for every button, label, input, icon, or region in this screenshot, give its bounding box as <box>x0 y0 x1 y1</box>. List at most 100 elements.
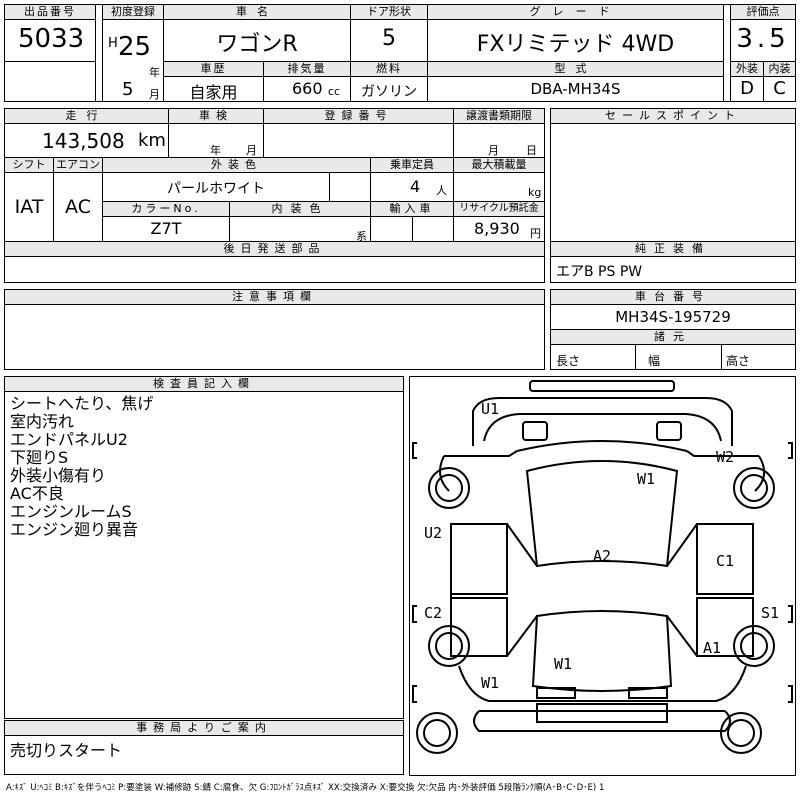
office-note: 売切りスタート <box>10 741 123 760</box>
height-cell <box>721 344 796 370</box>
transfer-header: 譲渡書類期限 <box>453 108 545 124</box>
displacement-unit: cc <box>328 85 341 98</box>
inspector-note: 室内汚れ <box>10 412 75 431</box>
notice-header: 注意事項欄 <box>4 289 545 305</box>
reg-month: 5 <box>122 79 134 100</box>
model: DBA-MH34S <box>530 80 621 98</box>
interior-grade: C <box>773 78 786 99</box>
inspector-cell <box>4 391 404 719</box>
grade-cell <box>427 19 724 62</box>
color-cell <box>102 172 330 202</box>
later-parts-cell <box>4 256 545 283</box>
load-unit: kg <box>528 186 542 199</box>
width-cell <box>635 344 722 370</box>
import-cell-a <box>370 216 413 242</box>
history-header: 車歴 <box>163 61 264 77</box>
load-header: 最大積載量 <box>453 157 545 173</box>
inspector-note: 外装小傷有り <box>10 466 107 485</box>
ac-cell <box>53 172 103 242</box>
interior-header: 内装 <box>763 61 796 77</box>
interior-color-header: 内装色 <box>229 201 371 217</box>
recycle-header: リサイクル預託金 <box>453 201 545 217</box>
lot-no-header: 出品番号 <box>4 4 96 20</box>
grade-header: グレード <box>427 4 724 20</box>
genuine-equipment: エアB PS PW <box>556 264 643 280</box>
inspector-header: 検査員記入欄 <box>4 376 404 392</box>
inspector-note: 下廻りS <box>10 448 69 467</box>
mark-w1-roof: W1 <box>637 470 655 488</box>
import-header: 輸入車 <box>370 201 454 217</box>
later-parts-header: 後日発送部品 <box>4 241 545 257</box>
displacement: 660 <box>292 79 323 98</box>
legend: A:ｷｽﾞ U:ﾍｺﾐ B:ｷｽﾞを伴うﾍｺﾐ P:要塗装 W:補修跡 S:錆 … <box>6 783 605 793</box>
car-name-cell <box>163 19 351 62</box>
color-no-header: カラーNo. <box>102 201 230 217</box>
color-extra-cell <box>329 172 371 202</box>
interior-color-cell <box>229 216 371 242</box>
displacement-header: 排気量 <box>263 61 351 77</box>
score-cell <box>730 19 796 62</box>
capacity: 4 <box>410 177 421 196</box>
mark-u2: U2 <box>424 524 442 542</box>
chassis-number: MH34S-195729 <box>615 308 731 326</box>
transfer-cell <box>453 123 545 158</box>
genuine-header: 純正装備 <box>550 241 796 257</box>
width-label: 幅 <box>648 354 661 368</box>
score-header: 評価点 <box>730 4 796 20</box>
chassis-header: 車台番号 <box>550 289 796 305</box>
lot-no-blank <box>4 61 96 102</box>
inspection-year-unit: 年 <box>210 144 221 157</box>
length-label: 長さ <box>556 354 581 368</box>
inspector-notes: シートへたり、焦げ 室内汚れ エンドパネルU2 下廻りS 外装小傷有り AC不良… <box>10 395 153 539</box>
era: H <box>108 36 118 51</box>
fuel-header: 燃料 <box>350 61 428 77</box>
exterior-grade: D <box>740 78 754 99</box>
model-header: 型式 <box>427 61 724 77</box>
reg-year: 25 <box>118 32 152 62</box>
inspector-note: エンジンルームS <box>10 502 132 521</box>
office-header: 事務局よりご案内 <box>4 720 404 736</box>
height-label: 高さ <box>726 354 751 368</box>
inspector-note: シートへたり、焦げ <box>10 394 154 413</box>
lot-no-cell <box>4 19 96 62</box>
mileage: 143,508 <box>42 129 125 153</box>
ac-header: エアコン <box>53 157 103 173</box>
transfer-day-unit: 日 <box>526 144 537 157</box>
mileage-cell <box>4 123 169 158</box>
model-cell <box>427 76 724 102</box>
lot-no: 5033 <box>18 24 85 54</box>
inspection-header: 車検 <box>168 108 264 124</box>
color-header: 外装色 <box>102 157 371 173</box>
score: 3.5 <box>736 24 790 54</box>
office-cell <box>4 735 404 775</box>
mark-u1: U1 <box>481 400 499 418</box>
color: パールホワイト <box>167 181 265 197</box>
grade: FXリミテッド 4WD <box>476 32 675 57</box>
door-count: 5 <box>382 26 396 51</box>
mark-w1-glass: W1 <box>554 655 572 673</box>
reg-no-header: 登録番号 <box>263 108 454 124</box>
recycle-cell <box>453 216 545 242</box>
exterior-cell <box>730 76 764 102</box>
mark-s1: S1 <box>761 604 779 622</box>
transfer-month-unit: 月 <box>488 144 499 157</box>
sales-point-cell <box>550 123 796 242</box>
inspector-note: エンジン廻り異音 <box>10 520 139 539</box>
genuine-cell <box>550 256 796 283</box>
month-unit: 月 <box>149 88 160 101</box>
fuel-cell <box>350 76 428 102</box>
displacement-cell <box>263 76 351 102</box>
mileage-unit: km <box>138 130 166 151</box>
car-name-header: 車名 <box>163 4 351 20</box>
history: 自家用 <box>189 83 238 102</box>
door-header: ドア形状 <box>350 4 428 20</box>
first-reg-cell <box>102 19 164 102</box>
recycle: 8,930 <box>474 219 520 238</box>
inspector-note: AC不良 <box>10 484 64 503</box>
inspector-note: エンドパネルU2 <box>10 430 128 449</box>
mark-c1: C1 <box>716 552 734 570</box>
history-cell <box>163 76 264 102</box>
shift: IAT <box>14 196 44 218</box>
mileage-header: 走行 <box>4 108 169 124</box>
fuel: ガソリン <box>361 84 417 100</box>
